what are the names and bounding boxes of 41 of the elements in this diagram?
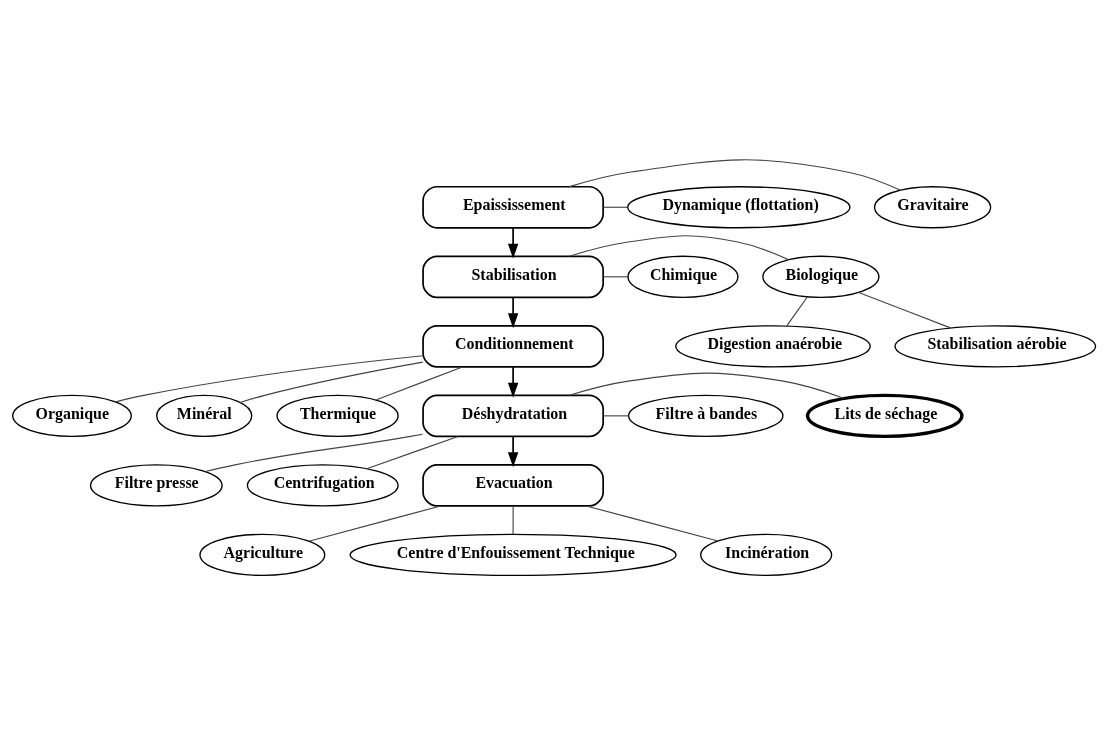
node-ellipse: Dynamique (flottation) (627, 186, 851, 229)
connector (786, 296, 808, 327)
node-ellipse: Lits de séchage (805, 393, 964, 439)
connector (602, 206, 628, 208)
connector (858, 291, 951, 329)
connector (308, 505, 442, 542)
node-ellipse: Chimique (627, 255, 739, 298)
node-box: Evacuation (422, 464, 604, 507)
node-box: Conditionnement (422, 324, 604, 368)
node-ellipse: Biologique (762, 255, 880, 298)
arrow (507, 366, 519, 398)
node-ellipse: Incinération (700, 533, 833, 577)
connector (375, 366, 463, 401)
node-box: Stabilisation (422, 255, 604, 299)
node-ellipse: Gravitaire (873, 186, 992, 229)
node-ellipse: Agriculture (199, 533, 326, 577)
node-box: Déshydratation (422, 394, 604, 438)
arrow (507, 227, 519, 259)
connector (568, 159, 901, 191)
connector (239, 361, 424, 403)
connector (568, 372, 845, 399)
node-ellipse: Thermique (276, 394, 399, 438)
arrow (507, 435, 519, 468)
connector (568, 235, 789, 261)
connector (204, 433, 424, 473)
node-ellipse: Centre d'Enfouissement Technique (349, 533, 677, 577)
connector (585, 505, 719, 542)
connector (602, 415, 630, 417)
node-ellipse: Digestion anaérobie (675, 325, 871, 368)
arrow (507, 296, 519, 329)
node-ellipse: Filtre à bandes (627, 394, 784, 438)
node-ellipse: Filtre presse (89, 464, 223, 507)
node-box: Epaississement (422, 185, 604, 229)
node-ellipse: Minéral (156, 394, 253, 438)
node-ellipse: Centrifugation (246, 464, 399, 507)
connector (366, 435, 459, 470)
node-ellipse: Organique (12, 394, 132, 438)
node-ellipse: Stabilisation aérobie (894, 325, 1097, 368)
connector (602, 276, 629, 278)
connector (512, 505, 514, 535)
connector (115, 355, 424, 403)
